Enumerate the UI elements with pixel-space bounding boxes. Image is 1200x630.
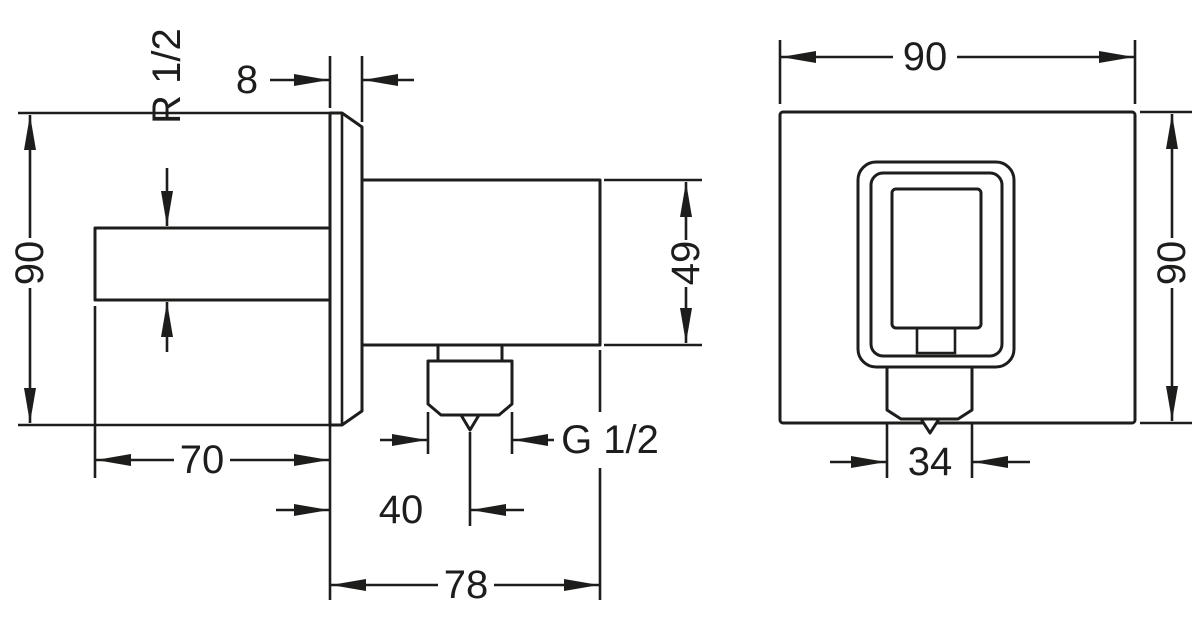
outlet-thread-front <box>885 365 974 421</box>
dim-front-width: 90 <box>778 35 1137 104</box>
dim-side-outlet-thread: G 1/2 <box>380 412 659 462</box>
dim-label-total-depth: 78 <box>444 563 489 607</box>
dim-label-rear-thread: R 1/2 <box>145 28 189 124</box>
outlet-thread-side <box>426 359 514 417</box>
side-view: 90 8 R 1/2 70 G 1/2 <box>8 28 708 607</box>
side-view-part <box>93 111 602 432</box>
dim-front-outlet-width: 34 <box>830 424 1030 484</box>
dim-side-plate-height: 90 <box>8 111 329 427</box>
dim-side-total-depth: 78 <box>328 350 602 607</box>
dim-label-body-height: 49 <box>664 241 708 286</box>
dim-side-pipe-length: 70 <box>93 306 329 482</box>
front-view-part <box>778 110 1137 435</box>
drip-tip-side <box>459 413 481 432</box>
dim-label-front-height: 90 <box>1150 241 1194 286</box>
outlet-body <box>360 178 602 347</box>
rear-threaded-pipe <box>93 226 332 302</box>
holder-opening <box>890 187 983 330</box>
dim-side-outlet-offset: 40 <box>276 432 524 532</box>
holder-hose-slot <box>915 328 957 355</box>
wall-plate-profile <box>328 111 364 427</box>
dim-label-outlet-width: 34 <box>908 440 953 484</box>
dim-label-plate-thickness: 8 <box>236 58 258 102</box>
dim-side-body-height: 49 <box>604 178 708 347</box>
outlet-collar <box>436 343 504 363</box>
dim-side-plate-thickness: 8 <box>236 56 414 122</box>
dim-label-pipe-length: 70 <box>180 438 225 482</box>
dim-label-front-width: 90 <box>903 35 948 79</box>
dim-label-plate-height: 90 <box>8 241 52 286</box>
dim-label-outlet-offset: 40 <box>379 488 424 532</box>
dim-side-rear-thread: R 1/2 <box>145 28 189 352</box>
dim-label-outlet-thread: G 1/2 <box>561 418 659 462</box>
drip-tip-front <box>919 417 941 435</box>
front-view: 90 90 34 <box>778 35 1194 484</box>
dim-front-height: 90 <box>1140 110 1194 425</box>
